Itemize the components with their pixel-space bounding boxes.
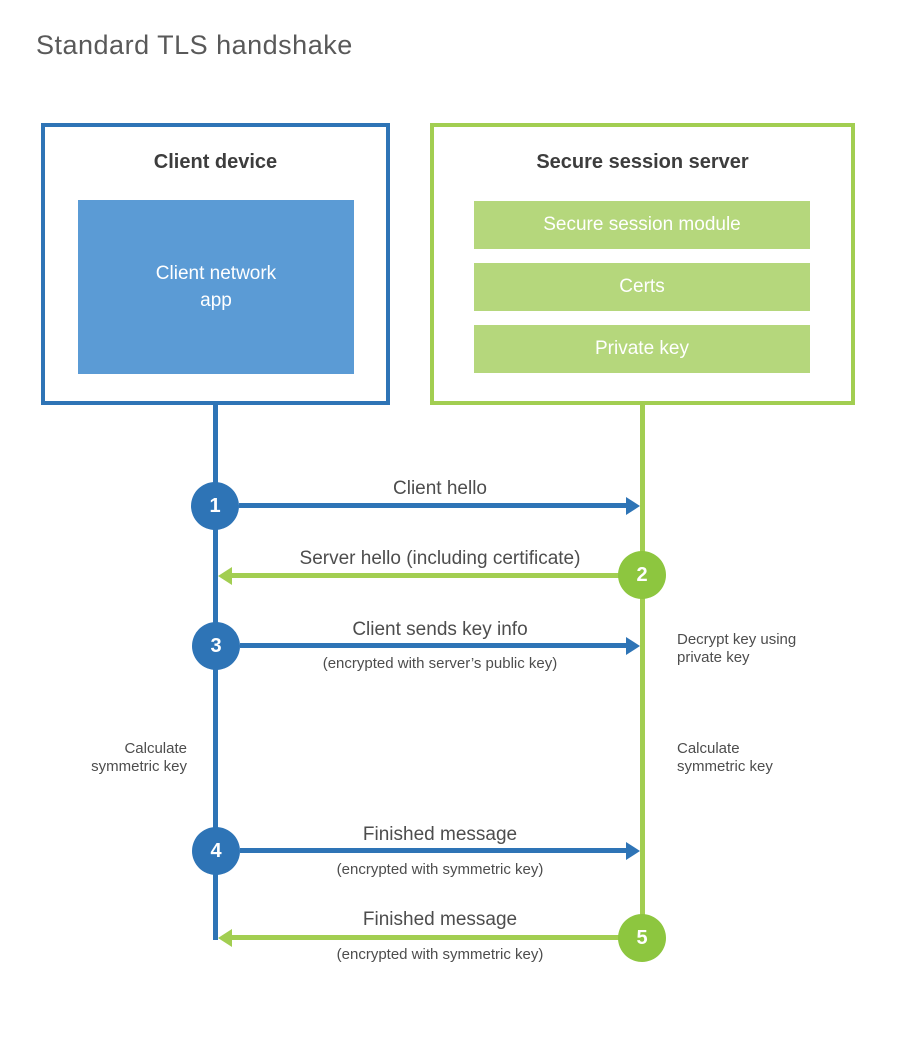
note-calculate-symmetric-key-client: Calculate symmetric key	[91, 740, 187, 775]
private-key-bar: Private key	[474, 325, 810, 373]
step-2-badge: 2	[618, 551, 666, 599]
step-4-badge: 4	[192, 827, 240, 875]
secure-session-server-box: Secure session server Secure session mod…	[430, 123, 855, 405]
step-3-badge: 3	[192, 622, 240, 670]
msg-client-key-info: Client sends key info	[352, 619, 528, 640]
note-calculate-symmetric-key-server: Calculate symmetric key	[677, 740, 773, 775]
secure-session-module-bar: Secure session module	[474, 201, 810, 249]
arrow-finished-server	[218, 928, 620, 947]
msg-server-hello: Server hello (including certificate)	[299, 548, 581, 569]
arrowhead-right-icon	[626, 636, 640, 655]
arrowhead-right-icon	[626, 496, 640, 515]
step-1-badge: 1	[191, 482, 239, 530]
msg-finished-server-sub: (encrypted with symmetric key)	[336, 946, 544, 963]
arrowhead-left-icon	[218, 928, 232, 947]
arrowhead-left-icon	[218, 566, 232, 585]
client-device-box: Client device Client network app	[41, 123, 390, 405]
arrowhead-right-icon	[626, 841, 640, 860]
certs-bar: Certs	[474, 263, 810, 311]
msg-finished-client: Finished message	[362, 824, 518, 845]
msg-client-hello: Client hello	[393, 478, 487, 499]
msg-client-key-info-sub: (encrypted with server’s public key)	[322, 655, 558, 672]
arrow-client-hello	[239, 496, 640, 515]
client-device-title: Client device	[153, 151, 278, 173]
page-title: Standard TLS handshake	[36, 30, 353, 60]
step-5-badge: 5	[618, 914, 666, 962]
msg-finished-server: Finished message	[362, 909, 518, 930]
client-lifeline	[213, 405, 218, 940]
client-network-app-box: Client network app	[78, 200, 354, 374]
note-decrypt-key: Decrypt key using private key	[677, 631, 797, 666]
server-lifeline	[640, 405, 645, 940]
arrow-client-key-info	[240, 636, 640, 655]
msg-finished-client-sub: (encrypted with symmetric key)	[336, 861, 544, 878]
arrow-finished-client	[240, 841, 640, 860]
secure-session-server-title: Secure session server	[536, 151, 749, 173]
arrow-server-hello	[218, 566, 620, 585]
